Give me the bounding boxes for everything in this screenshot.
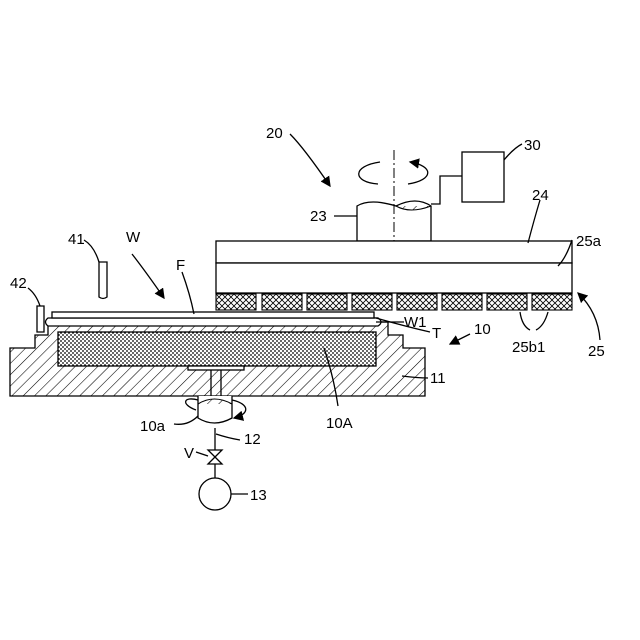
label-25a: 25a — [576, 233, 602, 250]
sensor-42 — [37, 306, 44, 332]
pad-row — [216, 294, 572, 310]
pad — [487, 294, 527, 310]
pump-symbol — [199, 478, 231, 510]
head-plate — [216, 263, 572, 293]
label-24: 24 — [532, 187, 549, 204]
head-body — [216, 241, 572, 263]
label-10: 10 — [474, 321, 491, 338]
pad — [216, 294, 256, 310]
label-13: 13 — [250, 487, 267, 504]
leader-24 — [528, 200, 540, 243]
label-T: T — [432, 325, 441, 342]
leader-F — [182, 272, 194, 314]
arrow-20 — [290, 134, 330, 186]
wafer-plate — [52, 312, 374, 318]
label-10A: 10A — [326, 415, 353, 432]
leader-41 — [84, 240, 99, 262]
chuck-connector — [188, 366, 244, 370]
leader-10a — [174, 416, 198, 424]
leader-30 — [504, 144, 522, 160]
label-23: 23 — [310, 208, 327, 225]
label-25: 25 — [588, 343, 605, 360]
label-12: 12 — [244, 431, 261, 448]
controller-line — [431, 176, 462, 204]
leader-V — [196, 452, 208, 456]
pad — [262, 294, 302, 310]
leader-12 — [216, 434, 240, 440]
controller-box — [462, 152, 504, 202]
label-F: F — [176, 257, 185, 274]
label-42: 42 — [10, 275, 27, 292]
label-25b1: 25b1 — [512, 339, 545, 356]
label-W: W — [126, 229, 141, 246]
label-10a: 10a — [140, 418, 166, 435]
label-W1: W1 — [404, 314, 427, 331]
pad — [532, 294, 572, 310]
arrow-10 — [450, 334, 470, 344]
sensor-41 — [99, 262, 107, 299]
valve-symbol — [208, 450, 222, 464]
pad — [307, 294, 347, 310]
label-30: 30 — [524, 137, 541, 154]
label-11: 11 — [430, 370, 446, 387]
label-V: V — [184, 445, 194, 462]
pad — [352, 294, 392, 310]
rotation-arrow-upper — [359, 162, 428, 184]
leader-25b1 — [520, 312, 548, 330]
wafer-layer — [46, 318, 382, 326]
arrow-W — [132, 254, 164, 298]
pad — [442, 294, 482, 310]
label-20: 20 — [266, 125, 283, 142]
pad — [397, 294, 437, 310]
label-41: 41 — [68, 231, 85, 248]
arrow-25 — [578, 293, 600, 340]
leader-42 — [28, 288, 40, 306]
